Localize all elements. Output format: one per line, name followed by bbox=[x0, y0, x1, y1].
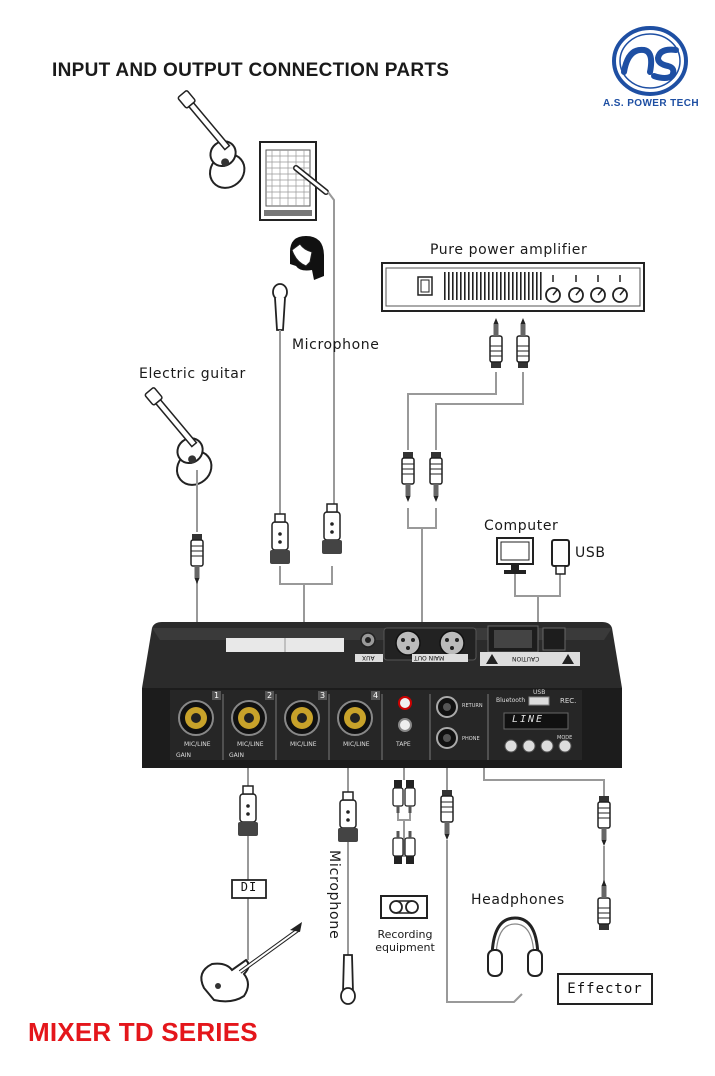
mic-bottom-xlr bbox=[337, 791, 359, 843]
brand-logo bbox=[610, 24, 690, 98]
usb-stick-icon bbox=[551, 539, 570, 575]
rec-rca-2 bbox=[404, 830, 416, 865]
label-headphones: Headphones bbox=[471, 892, 565, 908]
label-di: DI bbox=[240, 880, 258, 894]
mixer-device bbox=[142, 622, 622, 768]
rec-rca-1 bbox=[392, 830, 404, 865]
brand-name: A.S. POWER TECH bbox=[602, 98, 699, 109]
di-xlr bbox=[237, 785, 259, 837]
microphone-bottom-icon bbox=[340, 954, 356, 1005]
di-box bbox=[231, 879, 267, 899]
mixer-main-jack-left bbox=[401, 451, 415, 503]
label-power-amplifier: Pure power amplifier bbox=[430, 242, 588, 258]
label-usb: USB bbox=[575, 545, 606, 561]
power-amplifier-icon bbox=[381, 262, 645, 312]
label-microphone-bottom: Microphone bbox=[326, 850, 342, 940]
mixer-main-jack-right bbox=[429, 451, 443, 503]
amp-jack-right bbox=[516, 317, 530, 369]
phone-jack bbox=[440, 789, 454, 841]
electric-guitar-icon bbox=[144, 387, 213, 486]
label-effector: Effector bbox=[567, 981, 643, 997]
guitar-jack bbox=[190, 533, 204, 585]
acoustic-guitar-icon bbox=[177, 90, 246, 189]
effector-jack-bottom bbox=[597, 879, 611, 931]
recording-equipment-icon bbox=[380, 895, 428, 919]
handheld-microphone-icon bbox=[272, 283, 288, 331]
amp-jack-left bbox=[489, 317, 503, 369]
label-microphone-top: Microphone bbox=[292, 337, 380, 353]
headphones-icon bbox=[487, 916, 543, 977]
label-computer: Computer bbox=[484, 518, 559, 534]
mic1-xlr bbox=[269, 513, 291, 565]
label-electric-guitar: Electric guitar bbox=[139, 366, 246, 382]
page-title: INPUT AND OUTPUT CONNECTION PARTS bbox=[52, 60, 450, 81]
computer-icon bbox=[496, 537, 534, 574]
footer-title: MIXER TD SERIES bbox=[28, 1017, 258, 1047]
singer-icon bbox=[290, 236, 324, 280]
effector-jack-top bbox=[597, 795, 611, 847]
guitar-amplifier-icon bbox=[259, 141, 329, 221]
mic2-xlr bbox=[321, 503, 343, 555]
tape-rca-2 bbox=[404, 779, 416, 814]
tape-rca-1 bbox=[392, 779, 404, 814]
brand-logo-icon bbox=[612, 26, 688, 96]
effector-box bbox=[557, 973, 653, 1005]
label-recording-equipment: Recording equipment bbox=[375, 928, 435, 954]
bass-guitar-icon bbox=[200, 922, 302, 1003]
